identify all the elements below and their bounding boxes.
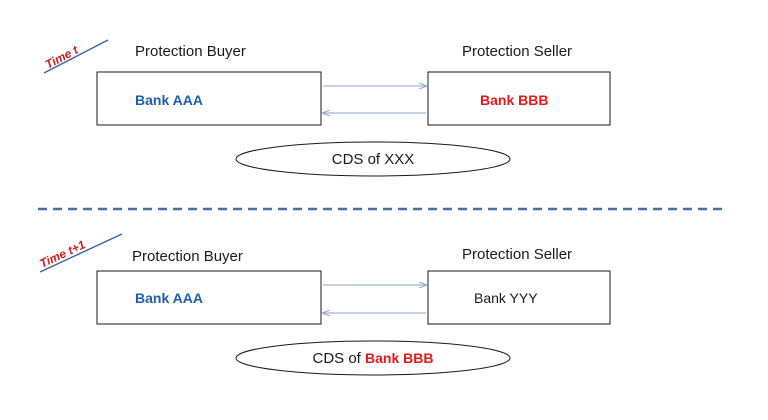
contract-label: CDS of Bank BBB bbox=[313, 350, 434, 367]
seller-box bbox=[427, 71, 611, 126]
panel-time-t: Time t Protection Buyer Protection Selle… bbox=[43, 39, 611, 177]
time-t1-underline bbox=[39, 233, 123, 273]
seller-name: Bank BBB bbox=[480, 92, 548, 108]
contract-prefix: CDS of XXX bbox=[332, 151, 415, 168]
seller-header: Protection Seller bbox=[462, 246, 572, 263]
contract-ellipse bbox=[235, 141, 511, 177]
contract-highlight: Bank BBB bbox=[365, 350, 433, 366]
seller-box bbox=[427, 270, 611, 325]
buyer-box bbox=[96, 270, 322, 325]
contract-prefix: CDS of bbox=[313, 350, 366, 367]
buyer-box bbox=[96, 71, 322, 126]
time-t-underline bbox=[43, 39, 109, 74]
buyer-header: Protection Buyer bbox=[132, 248, 243, 265]
time-t-label: Time t bbox=[43, 42, 81, 71]
seller-name: Bank YYY bbox=[474, 290, 538, 306]
time-t1-label-group: Time t+1 bbox=[37, 233, 123, 273]
buyer-header: Protection Buyer bbox=[135, 43, 246, 60]
seller-header: Protection Seller bbox=[462, 43, 572, 60]
panel-time-t1: Time t+1 Protection Buyer Protection Sel… bbox=[37, 233, 611, 376]
time-t-label-group: Time t bbox=[43, 39, 109, 74]
contract-label: CDS of XXX bbox=[332, 151, 415, 168]
contract-ellipse bbox=[235, 340, 511, 376]
buyer-name: Bank AAA bbox=[135, 92, 203, 108]
buyer-name: Bank AAA bbox=[135, 290, 203, 306]
